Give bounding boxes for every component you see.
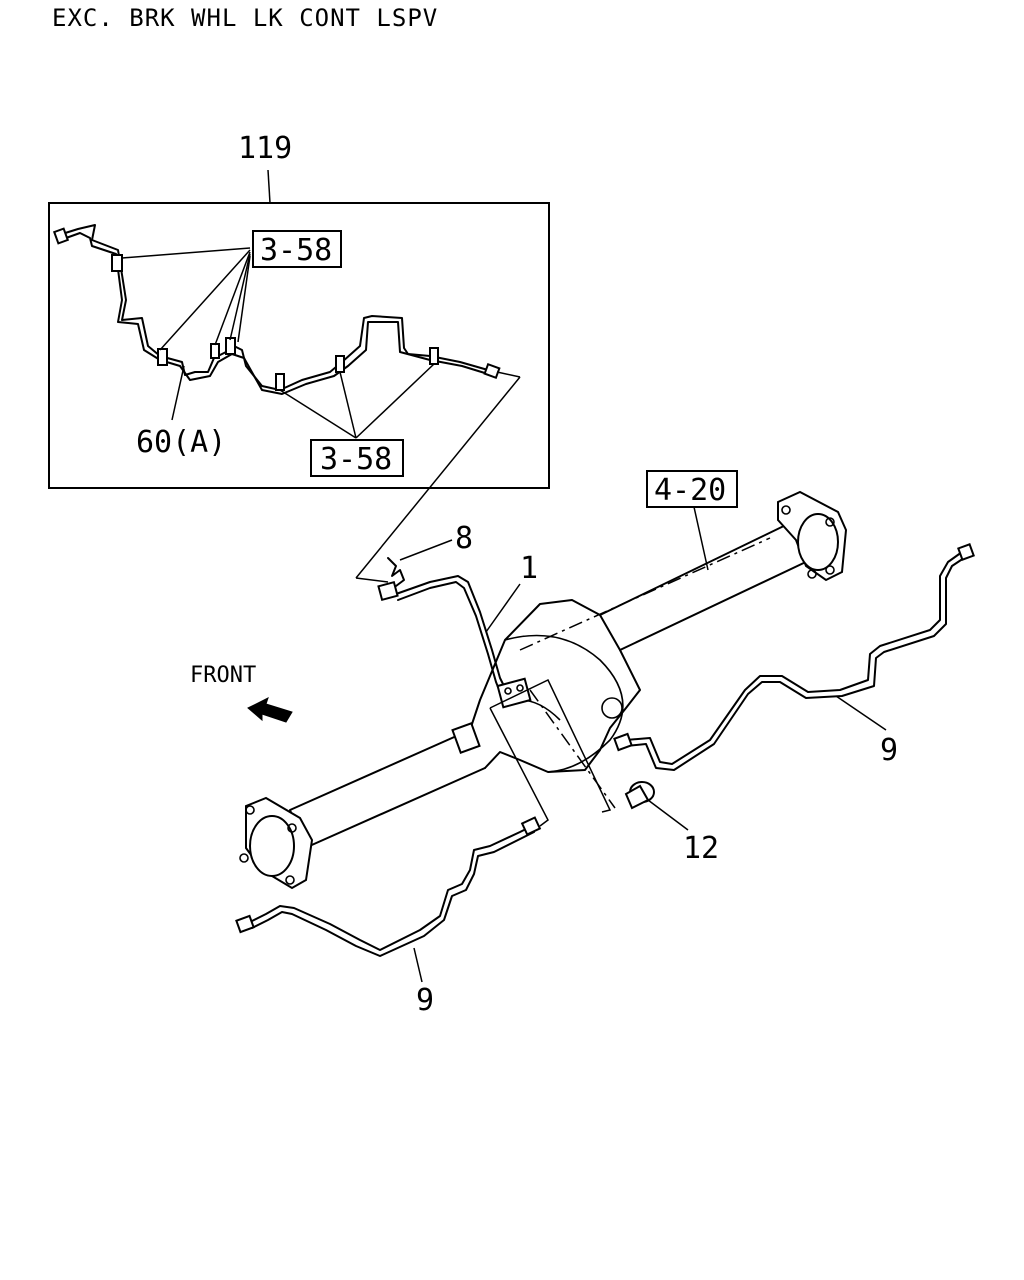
- rear-axle-housing: [239, 490, 848, 890]
- callout-12[interactable]: 12: [683, 831, 719, 866]
- rear-brake-pipe-right: [613, 543, 975, 771]
- callout-9-left[interactable]: 9: [416, 983, 434, 1018]
- brake-clip-icon: [387, 557, 405, 587]
- callout-1[interactable]: 1: [520, 551, 538, 586]
- front-direction-label: FRONT: [190, 663, 256, 688]
- ref-box-4-20[interactable]: [646, 470, 738, 508]
- inset-detail-119: 119 3-58 3-58: [48, 131, 550, 489]
- pipe-clip-icon: [111, 254, 439, 391]
- ref-label-3-58-top: 3-58: [260, 233, 332, 268]
- rear-brake-pipe-left: [235, 816, 542, 957]
- callout-9-right[interactable]: 9: [880, 733, 898, 768]
- front-arrow-icon: [247, 697, 293, 723]
- callout-60a[interactable]: 60(A): [136, 425, 226, 460]
- ref-label-4-20: 4-20: [654, 473, 726, 508]
- ref-box-3-58-bottom[interactable]: [310, 439, 404, 477]
- ref-box-3-58-top[interactable]: [252, 230, 342, 268]
- bolt-icon: [624, 781, 655, 810]
- front-brake-pipe-1: [377, 575, 507, 693]
- callout-8[interactable]: 8: [455, 521, 473, 556]
- page-title: EXC. BRK WHL LK CONT LSPV: [52, 4, 439, 32]
- ref-label-3-58-bottom: 3-58: [320, 442, 392, 477]
- callout-119[interactable]: 119: [238, 131, 292, 166]
